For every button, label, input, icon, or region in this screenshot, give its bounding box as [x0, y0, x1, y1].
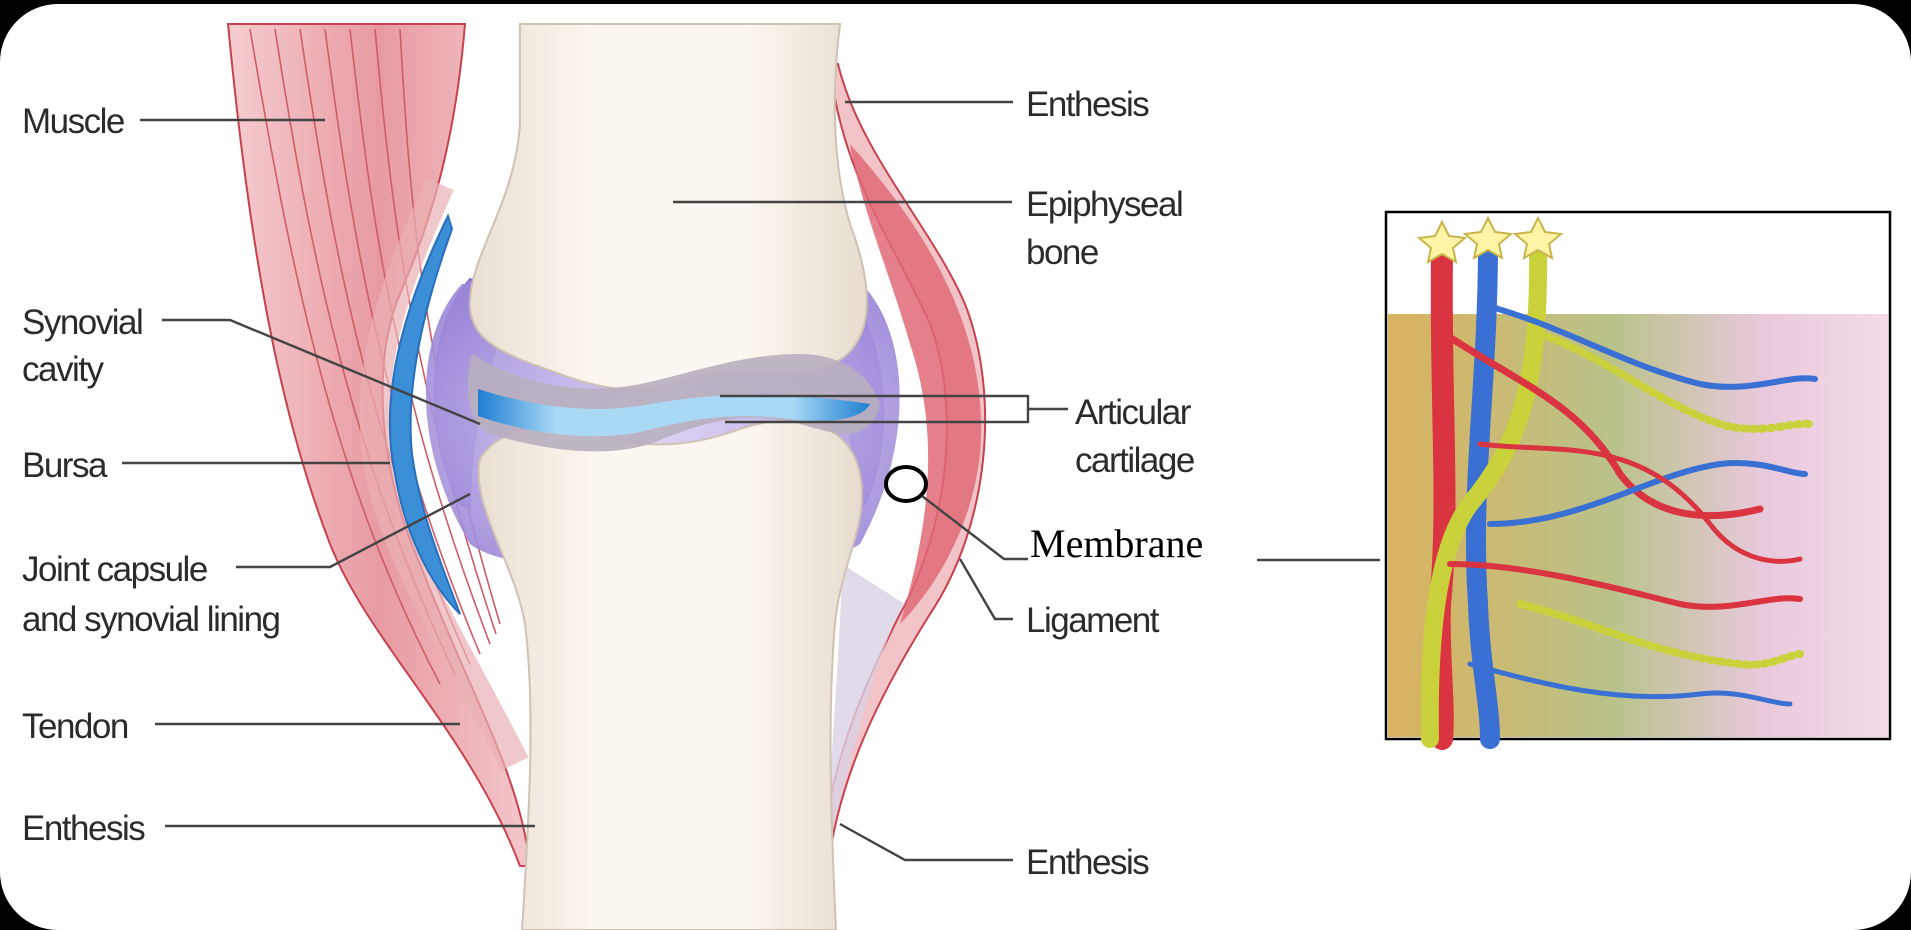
bone-upper — [470, 24, 867, 390]
label-articular-line1: Articular — [1075, 393, 1192, 432]
joint-diagram: Muscle Synovial cavity Bursa Joint capsu… — [0, 4, 1911, 930]
bone-lower — [479, 420, 862, 930]
label-synovial-cavity-line2: cavity — [22, 350, 104, 389]
label-synovial-cavity-line1: Synovial — [22, 303, 142, 342]
label-articular-line2: cartilage — [1075, 441, 1194, 480]
label-ligament: Ligament — [1026, 601, 1160, 640]
label-epiphyseal-line2: bone — [1026, 233, 1098, 272]
label-epiphyseal-line1: Epiphyseal — [1026, 185, 1182, 224]
label-enthesis-top-right: Enthesis — [1026, 85, 1149, 124]
label-enthesis-left: Enthesis — [22, 809, 145, 848]
label-muscle: Muscle — [22, 102, 124, 141]
label-enthesis-bottom-right: Enthesis — [1026, 843, 1149, 882]
label-tendon: Tendon — [22, 707, 128, 746]
label-joint-capsule-line1: Joint capsule — [22, 550, 207, 589]
membrane-marker-icon — [886, 467, 926, 501]
label-membrane: Membrane — [1030, 521, 1203, 566]
label-bursa: Bursa — [22, 446, 108, 485]
synovial-membrane-inset — [1386, 212, 1890, 739]
label-joint-capsule-line2: and synovial lining — [22, 600, 280, 639]
diagram-panel: Muscle Synovial cavity Bursa Joint capsu… — [0, 4, 1911, 930]
